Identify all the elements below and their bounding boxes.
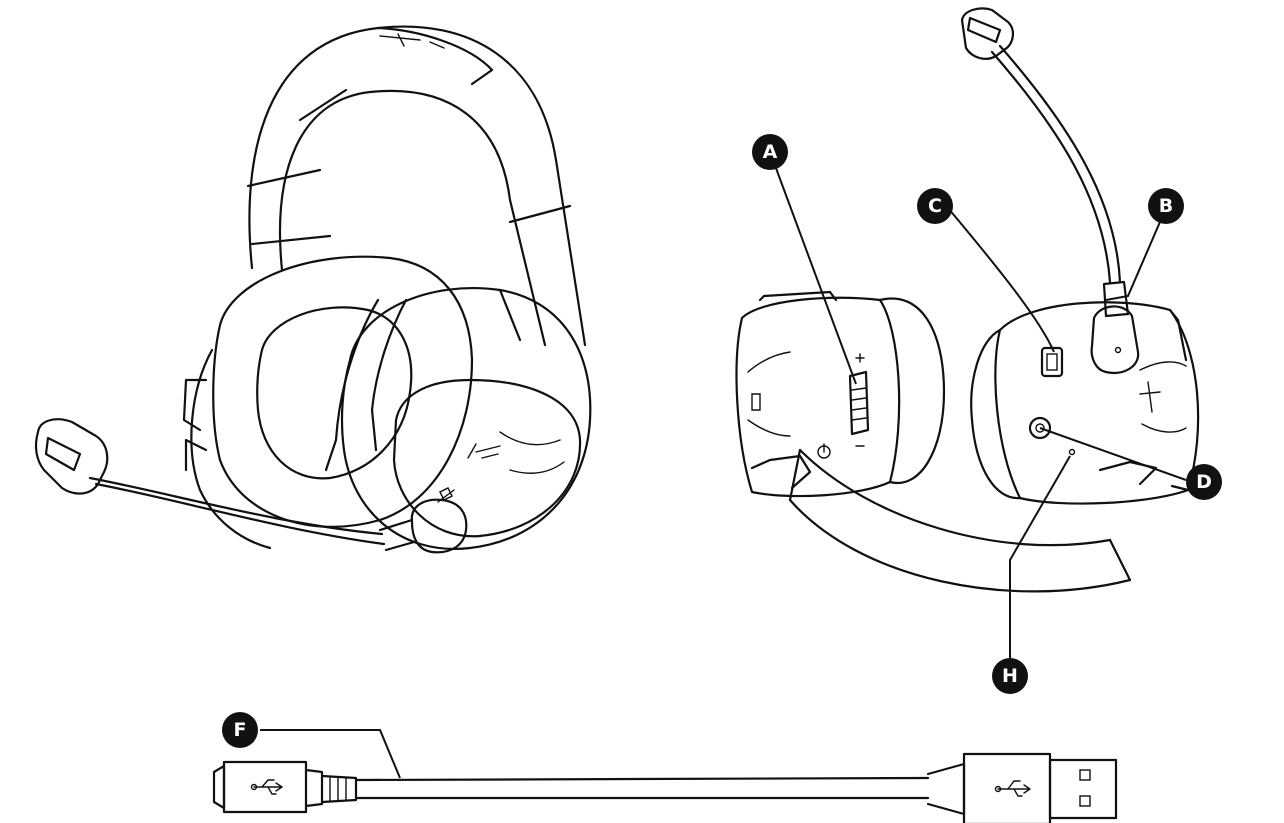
callout-f: F	[222, 712, 258, 748]
hyperx-logo-icon	[467, 431, 565, 474]
headset-side-view	[735, 7, 1200, 593]
power-button	[1028, 416, 1052, 440]
hyperx-logo-icon	[379, 33, 445, 49]
hyperx-logo-icon	[747, 351, 791, 437]
usb-cable	[212, 752, 1118, 823]
status-led	[1068, 448, 1076, 456]
usb-symbol-icon	[994, 780, 1031, 797]
callout-h: H	[992, 658, 1028, 694]
hyperx-logo-icon	[1139, 361, 1187, 433]
callout-b-label: B	[1159, 195, 1173, 217]
callout-f-label: F	[234, 719, 247, 741]
callout-leaders	[260, 151, 1187, 779]
power-icon	[817, 443, 831, 459]
callout-c-label: C	[928, 195, 942, 217]
usb-port	[1040, 346, 1064, 378]
callout-b: B	[1148, 188, 1184, 224]
callout-a-label: A	[763, 141, 778, 163]
headset-front-view	[34, 25, 592, 554]
volume-icon	[855, 353, 865, 447]
callout-d: D	[1186, 464, 1222, 500]
callout-d-label: D	[1196, 471, 1212, 493]
callout-c: C	[917, 188, 953, 224]
callout-h-label: H	[1002, 665, 1018, 687]
volume-wheel	[848, 353, 870, 447]
callout-a: A	[752, 134, 788, 170]
usb-symbol-icon	[250, 779, 283, 795]
